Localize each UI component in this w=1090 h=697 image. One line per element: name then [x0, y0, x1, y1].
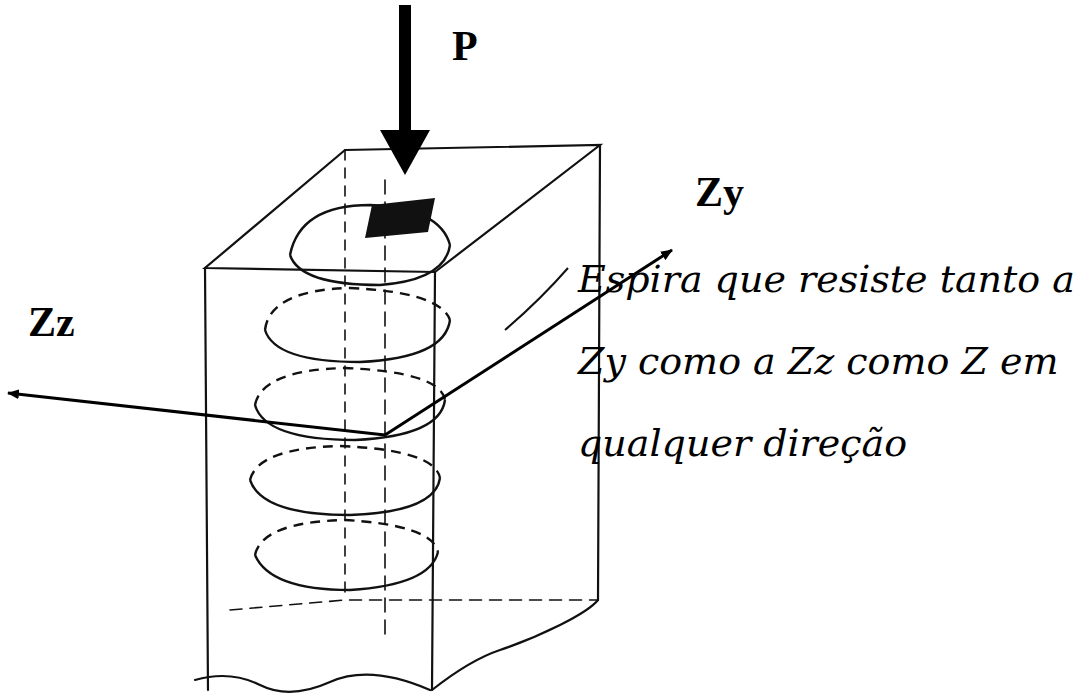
load-arrow: [399, 5, 411, 140]
handwritten-note: Espira que resiste tanto a Zy como a Zz …: [578, 238, 1078, 484]
axis-label: Zy: [695, 168, 744, 216]
axis-label: P: [452, 22, 478, 70]
load-plate: [365, 198, 435, 238]
axis-arrow: [8, 393, 385, 435]
prism: [195, 145, 600, 692]
axis-label: Zz: [28, 298, 75, 346]
helix-coil: [250, 205, 450, 590]
arrowhead: [380, 130, 430, 175]
leader-line: [505, 268, 568, 330]
